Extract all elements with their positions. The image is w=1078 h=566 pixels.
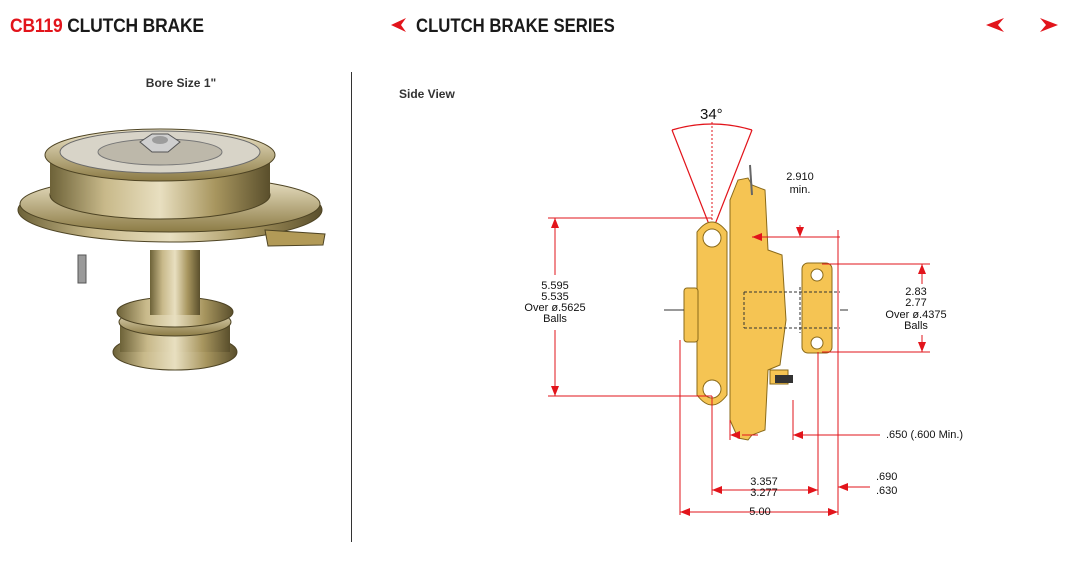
next-arrow-icon[interactable]	[1040, 18, 1058, 37]
angle-label: 34°	[700, 106, 723, 123]
series-title[interactable]: CLUTCH BRAKE SERIES	[416, 16, 615, 37]
dim-277: 2.77	[905, 297, 927, 309]
bore-size-caption: Bore Size 1"	[145, 76, 217, 90]
back-arrow-icon[interactable]	[390, 16, 406, 38]
dim-2910-min: min.	[789, 184, 811, 196]
dim-3357: 3.357	[750, 476, 778, 488]
dim-2910: 2.910	[786, 171, 814, 183]
dim-over-4375: Over ø.4375	[885, 309, 947, 321]
dim-3277: 3.277	[750, 487, 778, 499]
dim-over-5625: Over ø.5625	[524, 302, 586, 314]
product-name: CLUTCH BRAKE	[67, 16, 204, 37]
dim-balls-right: Balls	[904, 320, 928, 332]
dim-5535: 5.535	[541, 291, 569, 303]
side-view-drawing	[548, 122, 930, 516]
dim-500: 5.00	[749, 506, 771, 518]
panel-divider	[351, 72, 352, 542]
dim-650: .650 (.600 Min.)	[886, 429, 964, 441]
dim-5595: 5.595	[541, 280, 569, 292]
dim-690: .690	[876, 471, 898, 483]
series-link[interactable]: CLUTCH BRAKE SERIES	[390, 16, 642, 38]
previous-arrow-icon[interactable]	[986, 18, 1004, 37]
product-code: CB119	[10, 16, 63, 37]
dim-283: 2.83	[905, 286, 927, 298]
page-title: CB119 CLUTCH BRAKE	[10, 16, 204, 38]
dim-630: .630	[876, 485, 898, 497]
dim-balls-left: Balls	[543, 313, 567, 325]
product-photo	[17, 128, 326, 371]
side-view-caption: Side View	[399, 87, 455, 101]
